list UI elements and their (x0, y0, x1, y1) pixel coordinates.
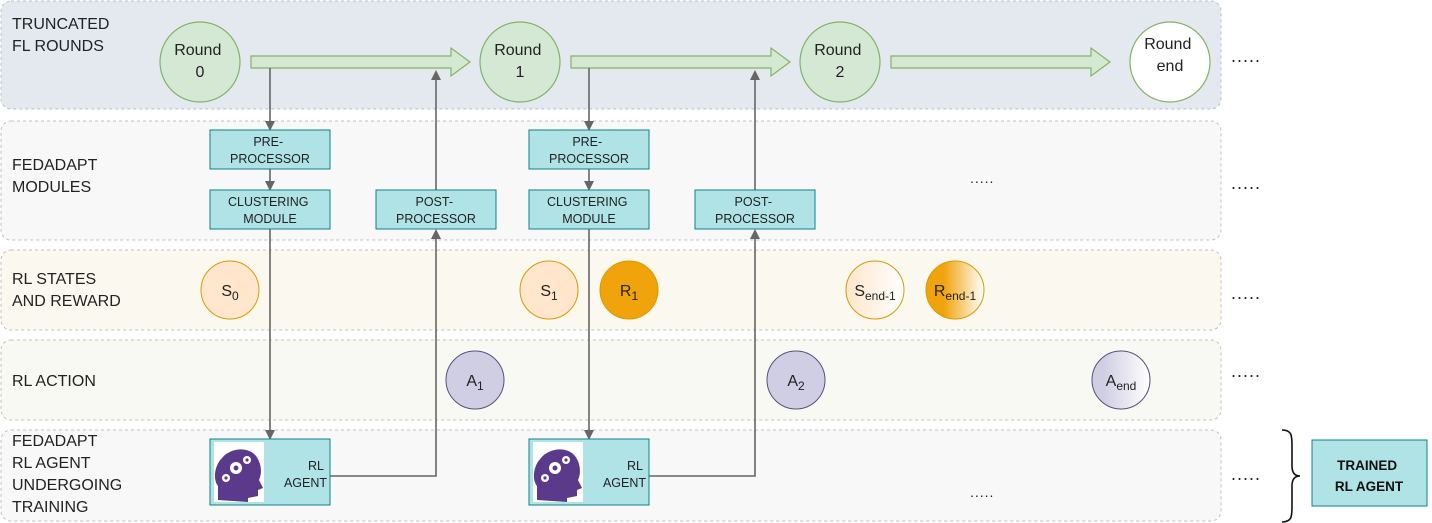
post-processor-box-1 (694, 189, 816, 230)
reward-rend-circle (925, 260, 985, 320)
clustering-module-box-0 (209, 189, 331, 230)
ellipsis-action: ..... (1231, 361, 1261, 381)
ellipsis-rounds: ..... (1231, 46, 1261, 66)
lane-label-states: RL STATES AND REWARD (12, 271, 121, 310)
action-a1-label: A1 (466, 373, 484, 393)
round-end-circle (1129, 21, 1211, 103)
lane-label-agent: FEDADAPT RL AGENT UNDERGOING TRAINING (12, 433, 127, 516)
reward-r1-circle (599, 260, 659, 320)
trained-rl-agent-box (1311, 439, 1428, 507)
round-end-label: Round end (1144, 36, 1196, 75)
clustering-module-label-1: CLUSTERING MODULE (547, 195, 631, 226)
lane-label-rounds: TRUNCATED FL ROUNDS (12, 16, 114, 55)
arrow-agent-to-post-0 (330, 229, 441, 477)
clustering-module-box-1 (528, 189, 650, 230)
round-0-label: Round 0 (174, 42, 226, 81)
post-processor-label-1: POST- PROCESSOR (715, 195, 795, 226)
lane-label-modules: FEDADAPT MODULES (12, 157, 102, 196)
rl-agent-0: RL AGENT (209, 438, 331, 506)
ellipsis-modules: ..... (1231, 173, 1261, 193)
reward-r1-label: R1 (620, 283, 639, 303)
trained-rl-agent-label: TRAINED RL AGENT (1335, 458, 1404, 494)
reward-rend-label: Rend-1 (934, 283, 977, 303)
state-s0-label: S0 (221, 283, 239, 303)
post-processor-label-0: POST- PROCESSOR (396, 195, 476, 226)
round-2-label: Round 2 (814, 42, 866, 81)
lane-label-action: RL ACTION (12, 373, 96, 390)
action-a1-circle (445, 350, 505, 410)
clustering-module-label-0: CLUSTERING MODULE (228, 195, 312, 226)
ellipsis-agent-inner: ..... (970, 484, 994, 500)
round-arrow-0 (250, 46, 472, 78)
lane-rounds (0, 0, 1222, 110)
round-1-circle (479, 21, 561, 103)
pre-processor-label-1: PRE- PROCESSOR (549, 135, 629, 166)
action-a2-circle (766, 350, 826, 410)
ellipsis-agent: ..... (1231, 464, 1261, 484)
post-processor-box-0 (375, 189, 497, 230)
pre-processor-label-0: PRE- PROCESSOR (230, 135, 310, 166)
round-0-circle (159, 21, 241, 103)
brain-gear-icon (533, 449, 582, 502)
pre-processor-box-1 (528, 129, 650, 170)
state-send-circle (845, 260, 905, 320)
state-s1-label: S1 (540, 283, 558, 303)
curly-brace (1281, 429, 1301, 523)
ellipsis-modules-inner: ..... (970, 170, 994, 186)
action-a2-label: A2 (787, 373, 805, 393)
state-s1-circle (519, 260, 579, 320)
action-aend-circle (1091, 350, 1151, 410)
ellipsis-states: ..... (1231, 283, 1261, 303)
round-arrow-2 (890, 46, 1112, 78)
round-1-label: Round 1 (494, 42, 546, 81)
brain-gear-icon (214, 449, 263, 502)
state-send-label: Send-1 (854, 283, 896, 303)
rl-agent-label-1: RL AGENT (603, 459, 646, 490)
lane-action (0, 339, 1222, 421)
round-2-circle (799, 21, 881, 103)
rl-agent-label-0: RL AGENT (284, 459, 327, 490)
action-aend-label: Aend (1106, 373, 1137, 393)
arrow-agent-to-post-1 (649, 229, 760, 477)
pre-processor-box-0 (209, 129, 331, 170)
rl-agent-1: RL AGENT (528, 438, 650, 506)
state-s0-circle (200, 260, 260, 320)
round-arrow-1 (570, 46, 792, 78)
